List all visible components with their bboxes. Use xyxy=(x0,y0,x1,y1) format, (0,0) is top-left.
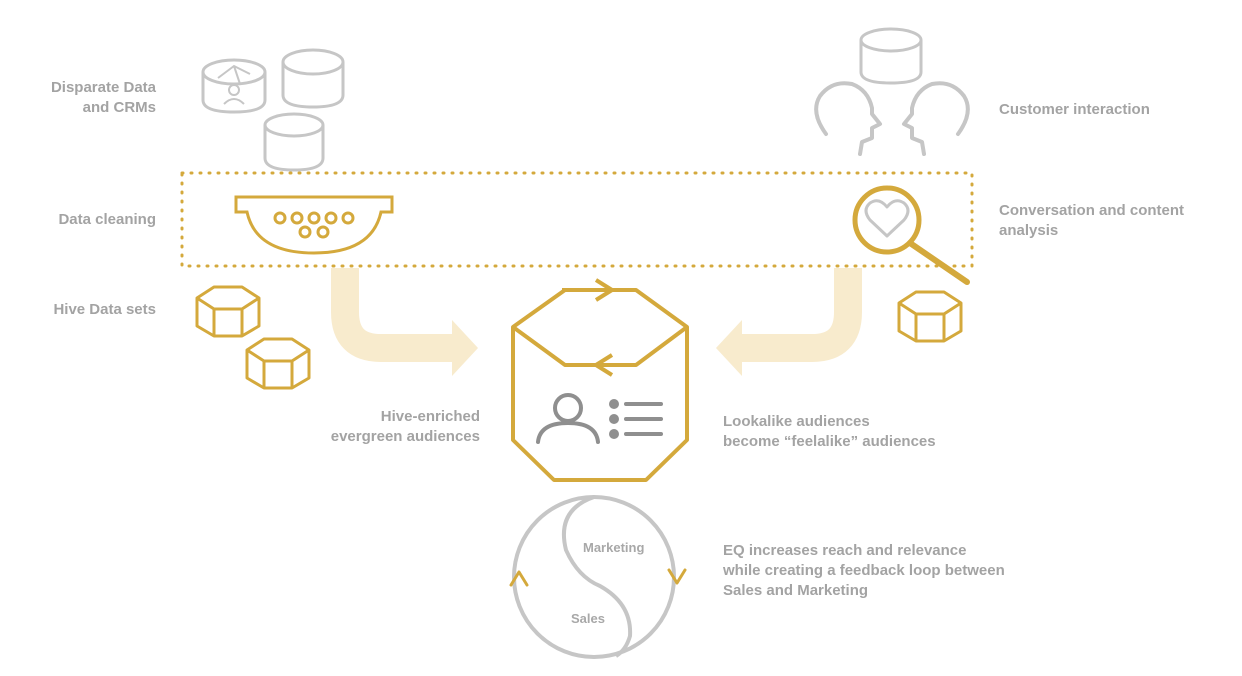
label-customer-interaction: Customer interaction xyxy=(999,101,1150,118)
database-icon xyxy=(859,27,923,85)
label-disparate-data-line2: and CRMs xyxy=(82,99,156,116)
magnifier-heart-icon xyxy=(852,185,970,285)
feedback-loop-icon xyxy=(509,495,687,659)
label-hive-enriched-line2: evergreen audiences xyxy=(330,428,480,445)
hexagon-prism-icon xyxy=(195,285,261,338)
label-conversation-analysis: Conversation and content analysis xyxy=(999,201,1184,241)
processing-band xyxy=(180,171,974,268)
label-lookalike-line1: Lookalike audiences xyxy=(723,413,870,430)
label-conversation-line1: Conversation and content xyxy=(999,202,1185,219)
label-lookalike: Lookalike audiences become “feelalike” a… xyxy=(723,412,936,452)
flow-arrow-right xyxy=(716,268,862,376)
label-hive-data-sets: Hive Data sets xyxy=(53,301,156,318)
flow-arrow-left xyxy=(331,268,478,376)
label-sales: Sales xyxy=(571,611,605,626)
label-eq-line3: Sales and Marketing xyxy=(723,582,869,599)
label-eq: EQ increases reach and relevance while c… xyxy=(723,541,1005,601)
label-data-cleaning: Data cleaning xyxy=(58,211,156,228)
database-icon xyxy=(263,112,325,172)
sieve-icon xyxy=(234,195,394,255)
database-user-icon xyxy=(201,58,267,114)
label-hive-enriched: Hive-enriched evergreen audiences xyxy=(300,407,480,447)
audience-profile-icon xyxy=(511,278,689,482)
label-lookalike-line2: become “feelalike” audiences xyxy=(723,433,936,450)
label-disparate-data-line1: Disparate Data xyxy=(50,79,156,96)
label-marketing: Marketing xyxy=(583,540,645,555)
database-icon xyxy=(281,48,345,109)
hexagon-prism-icon xyxy=(897,290,963,343)
customer-heads-icon xyxy=(814,81,970,156)
label-conversation-line2: analysis xyxy=(999,222,1059,239)
label-hive-enriched-line1: Hive-enriched xyxy=(380,408,480,425)
label-eq-line2: while creating a feedback loop between xyxy=(723,562,1005,579)
label-eq-line1: EQ increases reach and relevance xyxy=(723,542,967,559)
label-disparate-data: Disparate Data and CRMs xyxy=(28,78,156,118)
hexagon-prism-icon xyxy=(245,337,311,390)
